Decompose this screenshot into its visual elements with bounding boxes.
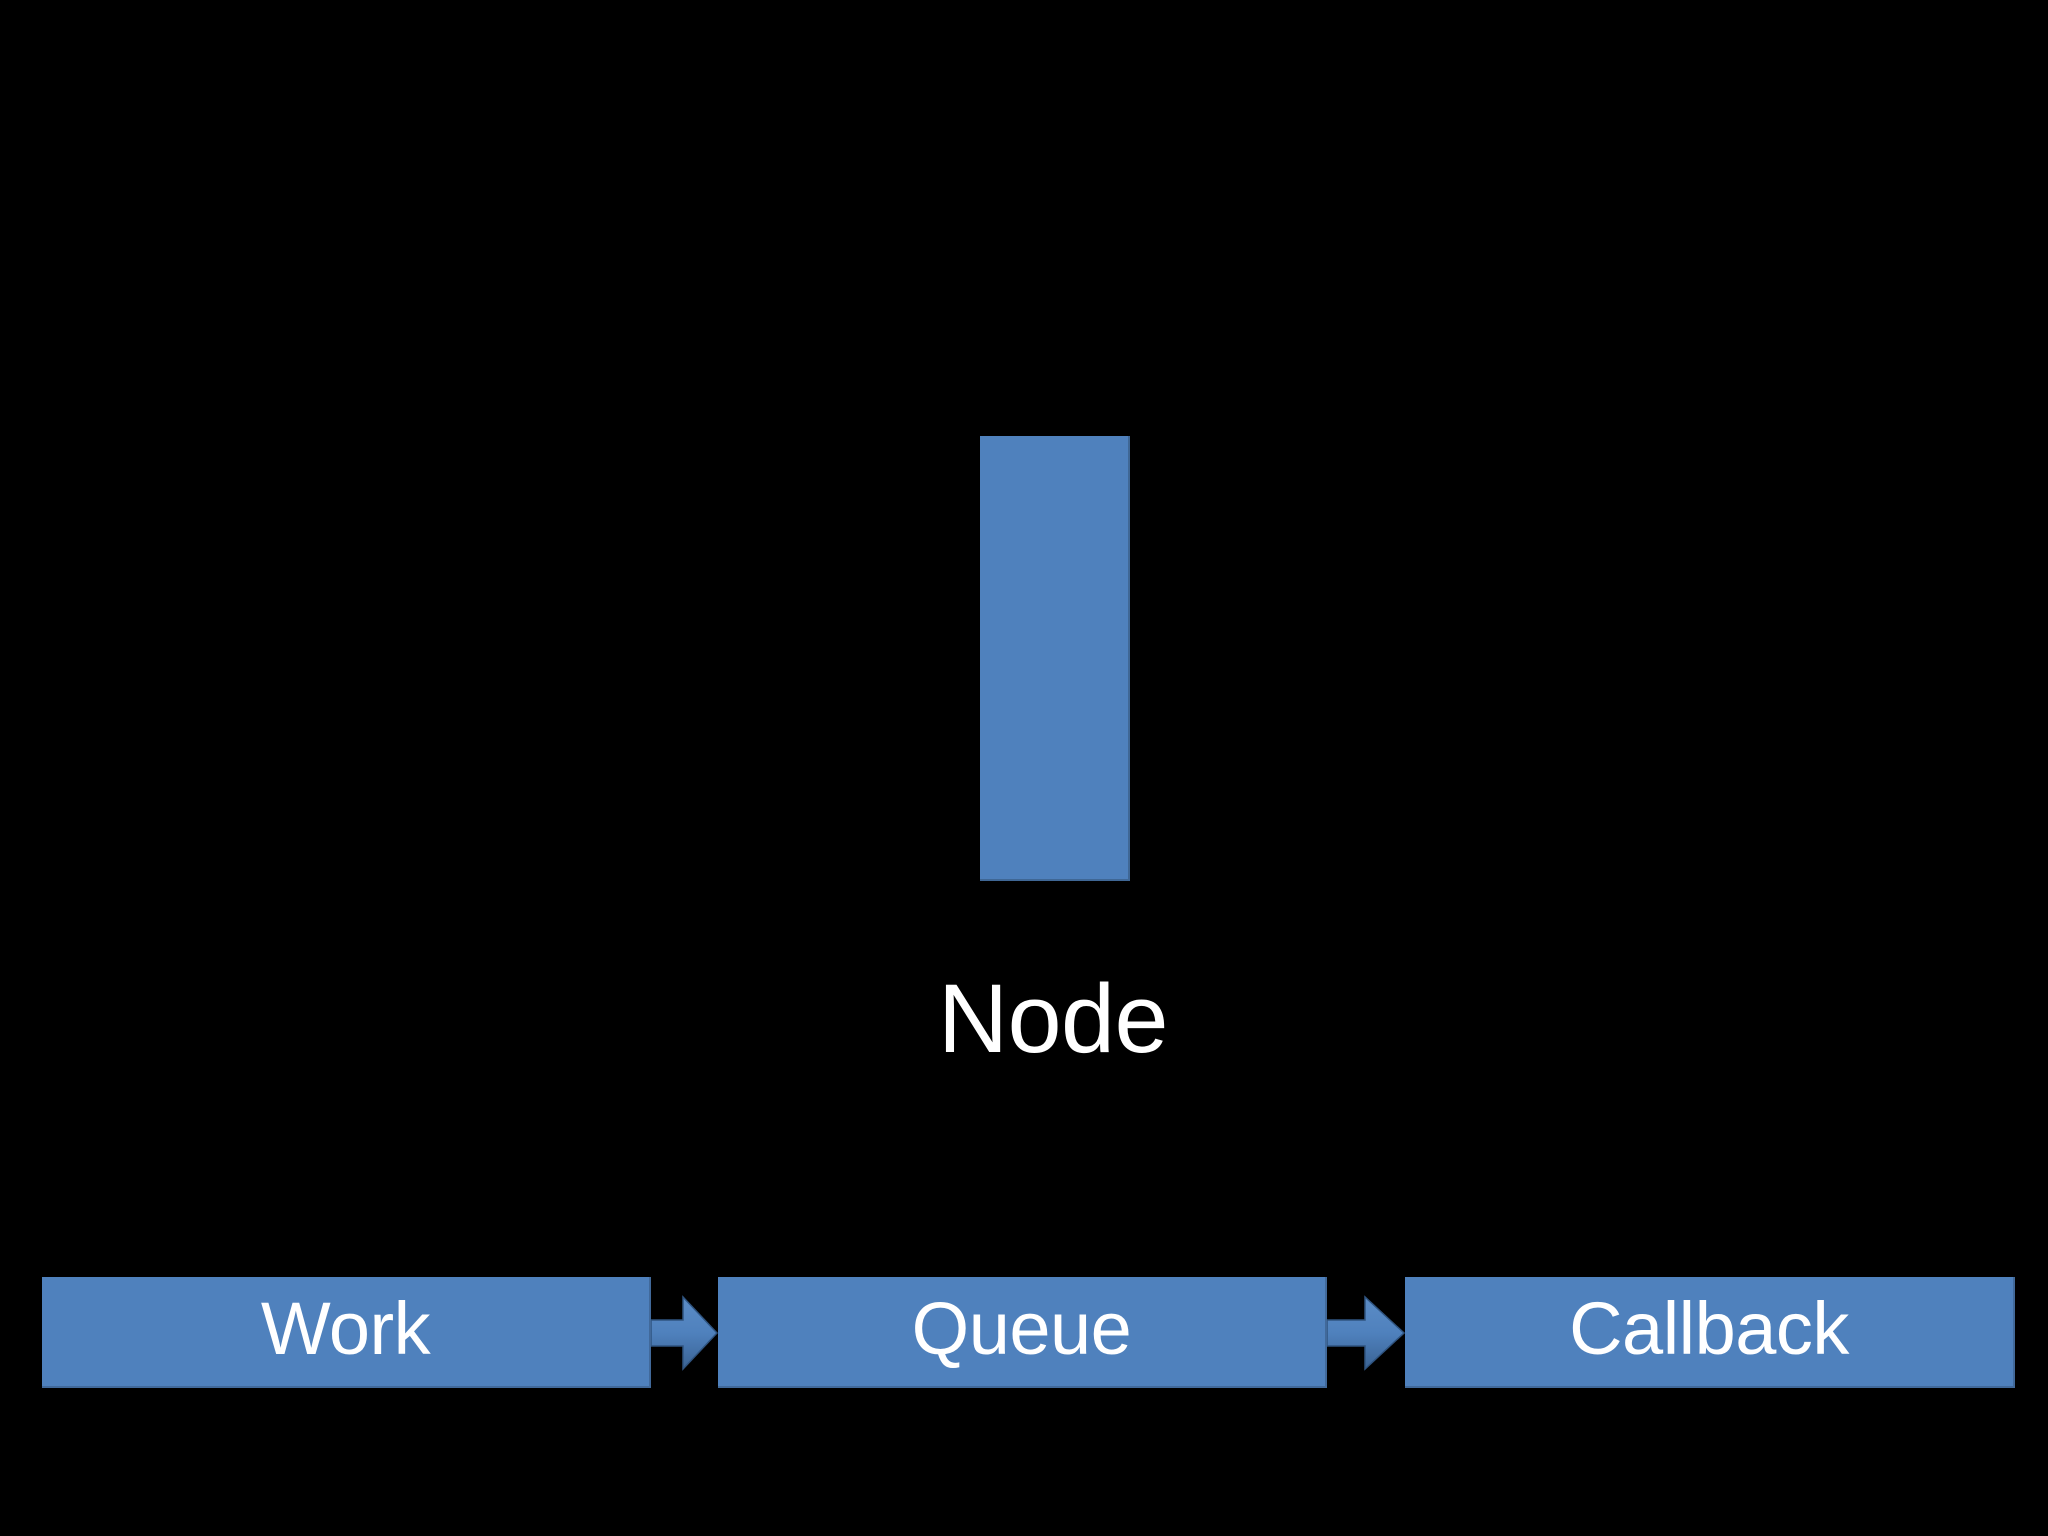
- flow-box-callback-label: Callback: [1569, 1286, 1849, 1370]
- arrow-right-icon: [1327, 1293, 1405, 1373]
- node-bar: [980, 436, 1130, 881]
- flow-box-work-label: Work: [260, 1286, 431, 1370]
- arrow-right-icon: [651, 1293, 718, 1373]
- flow-row: Work Queue: [0, 1277, 2048, 1388]
- flow-box-queue-label: Queue: [911, 1286, 1132, 1370]
- arrow-right-icon-glyph: [1327, 1295, 1405, 1371]
- arrow-right-icon-glyph: [651, 1295, 718, 1371]
- flow-box-work[interactable]: Work: [42, 1277, 651, 1388]
- node-label: Node: [938, 964, 1168, 1073]
- flow-box-callback[interactable]: Callback: [1405, 1277, 2015, 1388]
- flow-box-queue[interactable]: Queue: [718, 1277, 1327, 1388]
